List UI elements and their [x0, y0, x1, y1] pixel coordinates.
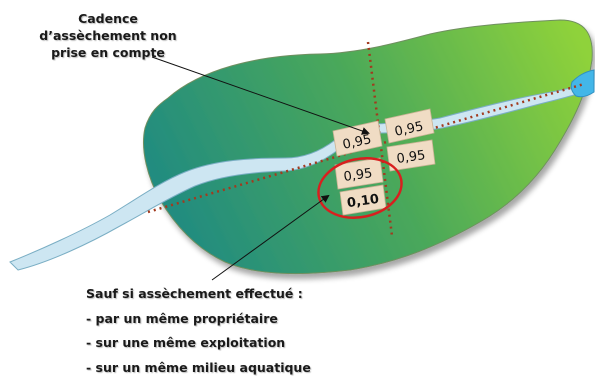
top-callout: Cadence d’assèchement non prise en compt… [22, 10, 194, 61]
cell-middle-left: 0,95 [334, 157, 384, 190]
cell-value: 0,95 [341, 132, 372, 153]
cell-top-left: 0,95 [332, 120, 383, 157]
cell-value: 0,95 [396, 148, 427, 167]
bottom-callout: Sauf si assèchement effectué : - par un … [86, 282, 311, 379]
cell-value: 0,10 [346, 192, 380, 211]
bottom-callout-item: - par un même propriétaire [86, 310, 278, 326]
dotted-line-horizontal [147, 82, 585, 214]
cell-top-right: 0,95 [384, 108, 435, 144]
top-callout-line-3: prise en compte [51, 45, 165, 60]
arrow-top-callout [151, 56, 370, 135]
bottom-callout-item: - sur une même exploitation [86, 335, 286, 350]
highlight-ellipse [317, 157, 403, 219]
arrow-bottom-callout [211, 194, 330, 281]
bottom-callout-item: - sur un même milieu aquatique [86, 359, 311, 375]
cell-middle-right: 0,95 [386, 139, 436, 172]
cell-value: 0,95 [343, 166, 374, 185]
cell-bottom-highlight: 0,10 [339, 184, 387, 216]
top-callout-line-2: d’assèchement non [39, 28, 177, 43]
river-source [570, 69, 595, 98]
top-callout-line-1: Cadence [78, 11, 138, 26]
bottom-callout-heading: Sauf si assèchement effectué : [86, 286, 303, 301]
cell-value: 0,95 [393, 119, 424, 140]
